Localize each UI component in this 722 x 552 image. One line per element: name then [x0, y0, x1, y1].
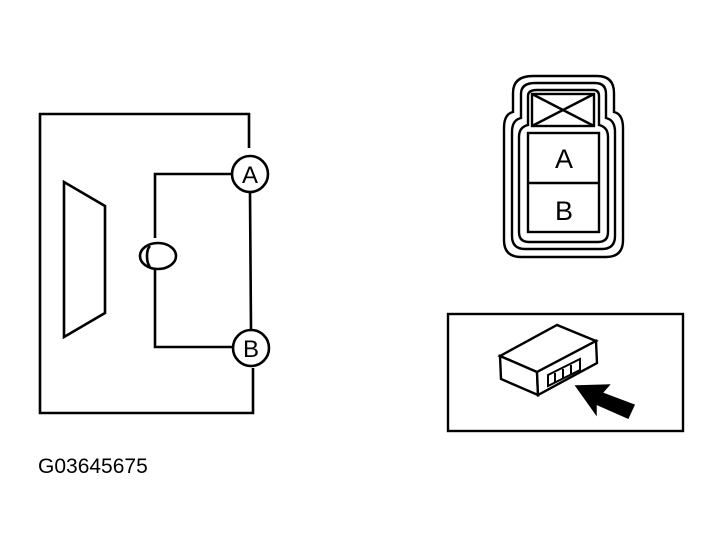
horn-speaker-icon [62, 179, 107, 340]
terminal-link-wire [248, 192, 253, 330]
connector-face-view [502, 74, 625, 259]
coil-lead [145, 245, 152, 268]
component-location-inset [446, 312, 685, 433]
cavity-a-label: A [555, 144, 573, 174]
connector-outline-inner [517, 88, 610, 244]
coil-wire [153, 172, 232, 349]
terminal-b-circle [231, 328, 271, 368]
inset-frame [446, 312, 685, 433]
housing-frame [38, 112, 255, 415]
coil-icon [138, 241, 178, 271]
blank-cavity-x-icon [531, 92, 595, 128]
pointer-arrow-icon [574, 384, 636, 419]
figure-code: G03645675 [38, 455, 148, 478]
terminal-a-label: A [242, 162, 258, 189]
connector-outline-outer [502, 74, 625, 259]
terminal-a-circle [230, 154, 270, 194]
terminal-b-label: B [243, 336, 259, 363]
circuit-schematic [38, 112, 271, 415]
cavity-b-label: B [555, 196, 573, 226]
unit-connector-icon [547, 357, 581, 388]
blank-cavity [530, 92, 596, 128]
connector-outline-middle [510, 81, 617, 251]
